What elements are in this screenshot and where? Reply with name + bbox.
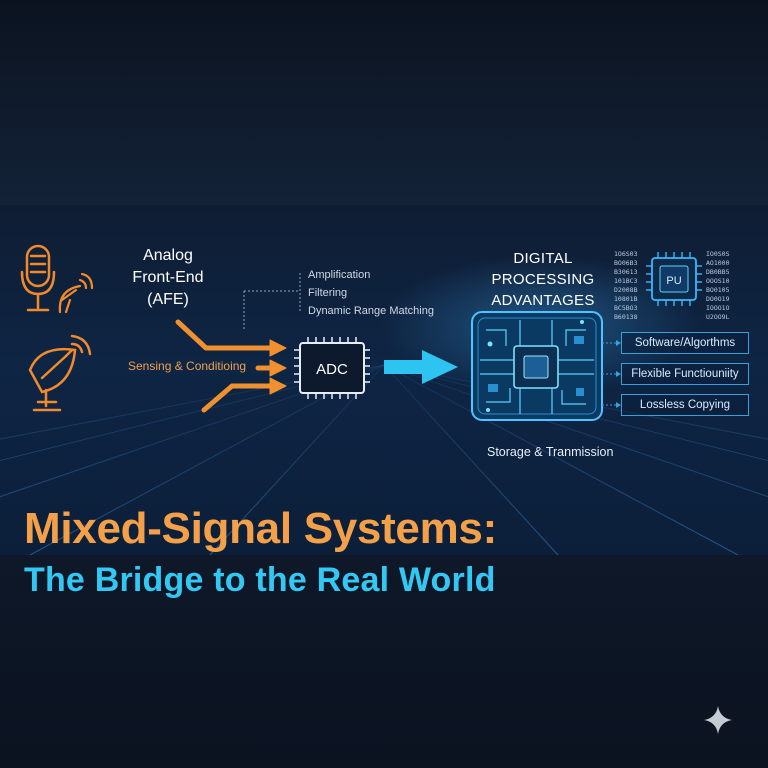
storage-label: Storage & Tranmission [487, 445, 614, 459]
hex-code: B60138 [614, 313, 638, 321]
afe-title-line: Analog [143, 247, 193, 264]
top-background [0, 0, 768, 205]
hex-code: 10801B [614, 295, 638, 303]
bottom-background [0, 555, 768, 768]
hex-code: OOOS10 [706, 277, 730, 285]
hex-code: 1O6S03 [614, 250, 638, 258]
hex-column-right: IO0S0S AO1000 DB0BB5 OOOS10 BO0105 DO0O1… [706, 250, 729, 322]
headline-subtitle: The Bridge to the Real World [24, 561, 496, 599]
digital-title-line: PROCESSING [491, 271, 595, 288]
advantage-box-flexible: Flexible Functiouniity [621, 363, 749, 385]
adc-chip-icon: ADC [294, 337, 370, 399]
hex-code: B30613 [614, 268, 638, 276]
satellite-dish-icon [58, 272, 94, 314]
hex-code: BC5BO3 [614, 304, 638, 312]
afe-function-item: Amplification [308, 269, 371, 281]
advantage-box-lossless: Lossless Copying [621, 394, 749, 416]
digital-title-line: DIGITAL [513, 250, 573, 267]
hex-code: IOOO1O [706, 304, 730, 312]
hex-code: BO06B3 [614, 259, 638, 267]
hex-code: DB0BB5 [706, 268, 730, 276]
sensing-label: Sensing & Conditioing [128, 359, 247, 373]
adc-output-arrow [384, 350, 458, 384]
circuit-board-icon [471, 311, 603, 421]
afe-title: Analog Front-End (AFE) [108, 245, 228, 311]
hex-code: AO1000 [706, 259, 730, 267]
adc-label: ADC [316, 361, 348, 378]
sparkle-icon [704, 706, 732, 734]
hex-code: 101BC3 [614, 277, 638, 285]
hex-column-left: 1O6S03 BO06B3 B30613 101BC3 D2008B 10801… [614, 250, 637, 322]
digital-title-line: ADVANTAGES [491, 292, 595, 309]
hex-code: U2OO9L [706, 313, 730, 321]
advantage-box-software: Software/Algorthms [621, 332, 749, 354]
afe-function-list: Amplification Filtering Dynamic Range Ma… [308, 266, 434, 320]
afe-title-line: Front-End [132, 269, 204, 286]
cpu-chip-icon: PU [646, 252, 702, 306]
hex-code: IO0S0S [706, 250, 730, 258]
microphone-icon [20, 244, 56, 312]
cpu-label: PU [666, 275, 681, 287]
hex-code: DO0O19 [706, 295, 730, 303]
afe-title-line: (AFE) [147, 291, 189, 308]
digital-title: DIGITAL PROCESSING ADVANTAGES [478, 248, 608, 311]
afe-function-item: Dynamic Range Matching [308, 305, 434, 317]
afe-arrows [175, 319, 287, 413]
hex-code: BO0105 [706, 286, 730, 294]
afe-function-item: Filtering [308, 287, 348, 299]
hex-code: D2008B [614, 286, 638, 294]
satellite-dish-icon [28, 334, 92, 412]
headline-title: Mixed-Signal Systems: [24, 504, 497, 553]
